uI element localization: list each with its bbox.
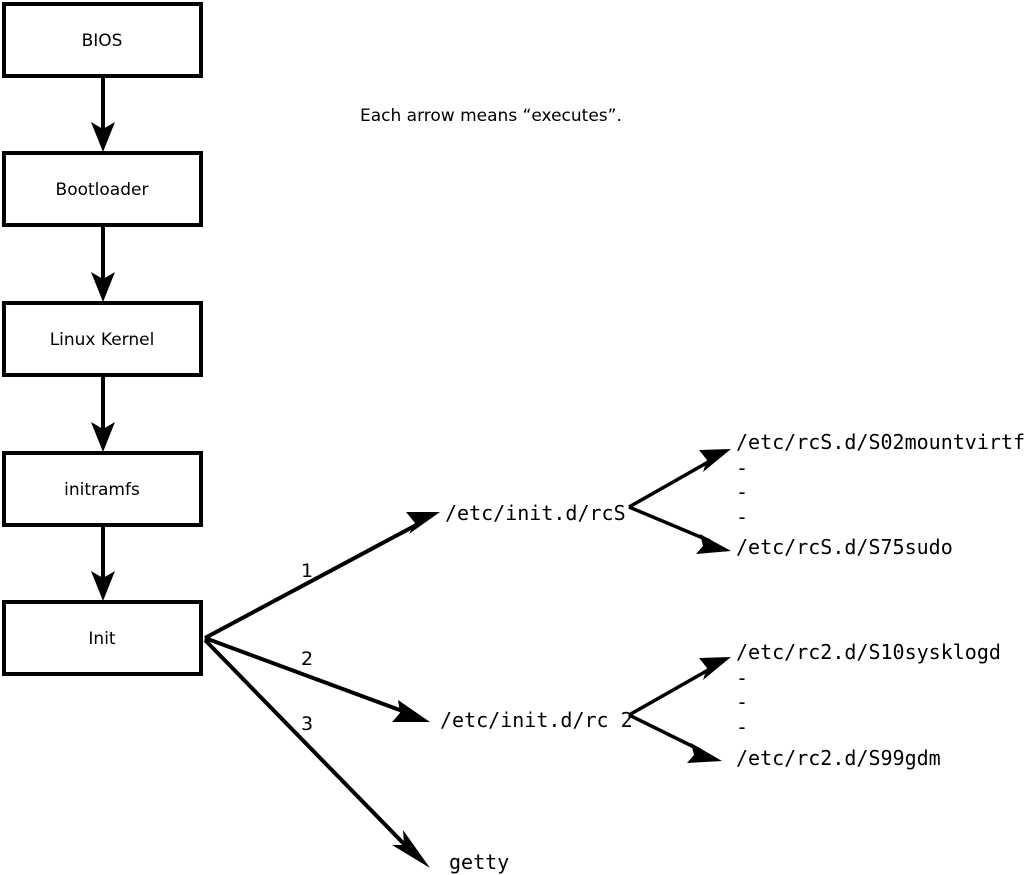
label-rcs-script-last: /etc/rcS.d/S75sudo bbox=[736, 535, 953, 559]
label-rc2-ellipsis-3: - bbox=[736, 715, 748, 739]
branch-number-3: 3 bbox=[301, 713, 313, 735]
branch-number-2: 2 bbox=[301, 648, 313, 670]
label-rcs-ellipsis-1: - bbox=[736, 456, 748, 480]
label-rcs-ellipsis-2: - bbox=[736, 480, 748, 504]
label-rc2-ellipsis-1: - bbox=[736, 666, 748, 690]
node-initramfs-rect bbox=[2, 451, 203, 527]
label-rcs-ellipsis-3: - bbox=[736, 505, 748, 529]
label-init-d-rc2: /etc/init.d/rc 2 bbox=[440, 708, 633, 732]
node-bios[interactable]: BIOS bbox=[2, 2, 203, 78]
label-rc2-script-last: /etc/rc2.d/S99gdm bbox=[736, 746, 941, 770]
arrow-bios-to-bootloader bbox=[91, 76, 115, 152]
node-init[interactable]: Init bbox=[2, 600, 203, 676]
arrow-init-branch-1 bbox=[204, 512, 440, 640]
caption-text: Each arrow means “executes”. bbox=[360, 106, 622, 126]
branch-number-1: 1 bbox=[301, 560, 313, 582]
arrow-init-branch-2 bbox=[204, 636, 430, 722]
arrow-rcs-to-first-script bbox=[628, 449, 731, 509]
node-init-rect bbox=[2, 600, 203, 676]
label-rcs-script-first: /etc/rcS.d/S02mountvirtfs bbox=[736, 430, 1024, 454]
node-initramfs-label: initramfs bbox=[64, 480, 140, 500]
node-bootloader[interactable]: Bootloader bbox=[2, 151, 203, 227]
node-bios-rect bbox=[2, 2, 203, 78]
node-kernel-label: Linux Kernel bbox=[50, 330, 155, 350]
label-getty: getty bbox=[449, 850, 509, 874]
node-bootloader-label: Bootloader bbox=[56, 180, 149, 200]
arrow-rc2-to-last-script bbox=[628, 713, 722, 763]
node-kernel[interactable]: Linux Kernel bbox=[2, 301, 203, 377]
arrow-rcs-to-last-script bbox=[628, 505, 731, 554]
arrow-rc2-to-first-script bbox=[628, 657, 731, 717]
label-rc2-ellipsis-2: - bbox=[736, 690, 748, 714]
arrow-bootloader-to-kernel bbox=[91, 225, 115, 302]
arrow-init-branch-3 bbox=[203, 638, 430, 868]
node-initramfs[interactable]: initramfs bbox=[2, 451, 203, 527]
node-init-label: Init bbox=[88, 629, 116, 649]
label-rc2-script-first: /etc/rc2.d/S10sysklogd bbox=[736, 640, 1001, 664]
arrow-initramfs-to-init bbox=[91, 525, 115, 601]
label-init-d-rcs: /etc/init.d/rcS bbox=[445, 501, 626, 525]
arrow-kernel-to-initramfs bbox=[91, 375, 115, 452]
node-bios-label: BIOS bbox=[82, 31, 123, 51]
